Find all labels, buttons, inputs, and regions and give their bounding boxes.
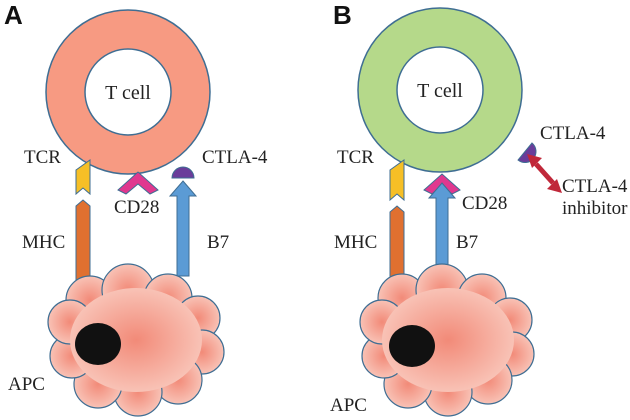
panel-b-t-cell-core [396,46,484,134]
panel-b-mhc-molecule [389,205,405,289]
panel-b-apc-nucleus [389,325,435,367]
panel-b-tcr-receptor [389,159,405,202]
panel-a-ctla4-label: CTLA-4 [202,147,268,168]
panel-a-cd28-receptor [117,171,159,195]
panel-b-inhibitor-label-line2: inhibitor [562,198,628,219]
panel-b-inhibitor-label-line1: CTLA-4 [562,176,628,197]
panel-b-mhc-label: MHC [334,232,377,253]
panel-a: A T cell [4,0,268,417]
panel-a-b7-ligand [168,180,198,277]
panel-b-t-cell-label: T cell [417,80,463,102]
panel-b-apc-cell [359,263,535,417]
panel-a-ctla4-receptor [171,166,195,179]
panel-a-tcr-label: TCR [24,147,61,168]
panel-a-apc-label: APC [8,374,45,395]
panel-b-t-cell: T cell [357,7,523,173]
panel-b: B T cell [330,0,628,417]
panel-a-mhc-label: MHC [22,232,65,253]
panel-b-ctla4-label: CTLA-4 [540,123,606,144]
panel-a-t-cell: T cell [45,9,211,175]
panel-a-apc-nucleus [75,323,121,365]
panel-a-cd28-label: CD28 [114,197,159,218]
panel-b-cd28-label: CD28 [462,193,507,214]
panel-a-tcr-receptor [75,159,91,196]
panel-a-b7-label: B7 [207,232,229,253]
panel-b-ctla4-inhibitor-arrow [527,154,562,193]
panel-b-apc-label: APC [330,395,367,416]
panel-a-t-cell-label: T cell [105,82,151,104]
panel-a-t-cell-core [84,48,172,136]
panel-b-tcr-label: TCR [337,147,374,168]
panel-a-apc-cell [47,263,225,417]
panel-b-letter: B [333,0,352,30]
panel-b-b7-label: B7 [456,232,478,253]
panel-a-letter: A [4,0,23,30]
